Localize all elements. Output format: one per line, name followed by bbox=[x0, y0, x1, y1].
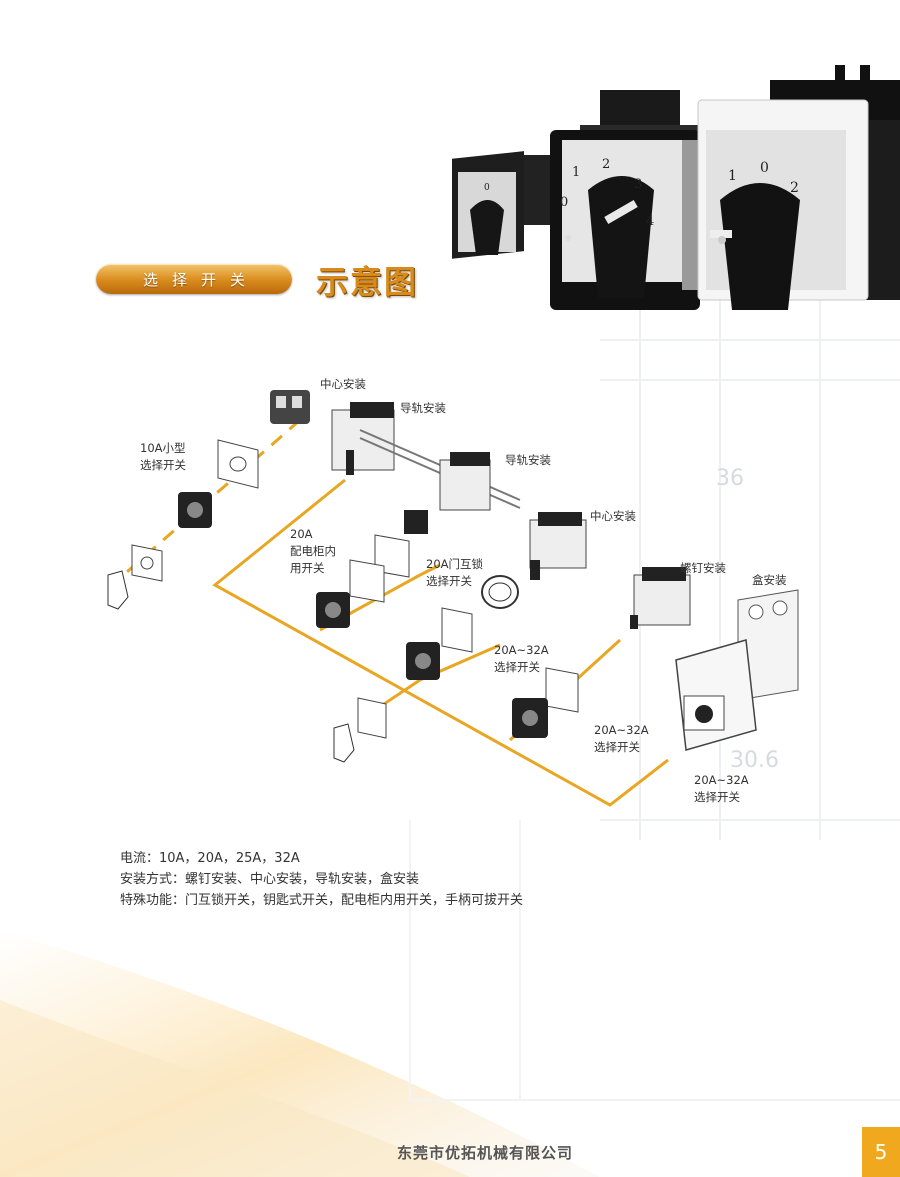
label-screw-mount: 螺钉安装 bbox=[680, 561, 726, 575]
section-pill-label: 选择开关 bbox=[142, 270, 259, 289]
label-range-c: 20A~32A 选择开关 bbox=[694, 772, 749, 806]
label-range-c-line2: 选择开关 bbox=[694, 790, 740, 804]
large-dial-mark-0: 0 bbox=[760, 160, 769, 176]
label-cabinet-20a-line3: 用开关 bbox=[290, 561, 325, 575]
label-range-c-line1: 20A~32A bbox=[694, 773, 749, 787]
label-small-10a: 10A小型 选择开关 bbox=[140, 440, 186, 474]
spec-list: 电流：10A，20A，25A，32A 安装方式：螺钉安装、中心安装，导轨安装，盒… bbox=[120, 848, 523, 911]
label-box-mount: 盒安装 bbox=[752, 573, 787, 587]
mid-dial-mark-0: 0 bbox=[560, 195, 568, 210]
label-door-lock-line2: 选择开关 bbox=[426, 574, 472, 588]
label-range-b-line2: 选择开关 bbox=[594, 740, 640, 754]
label-range-a-line1: 20A~32A bbox=[494, 643, 549, 657]
mid-escutcheon bbox=[357, 697, 387, 739]
label-small-10a-line2: 选择开关 bbox=[140, 458, 186, 472]
label-cabinet-20a-line2: 配电柜内 bbox=[290, 544, 336, 558]
screw-mount-module bbox=[633, 574, 691, 626]
small-front-plate bbox=[217, 439, 259, 489]
section-pill: 选择开关 bbox=[96, 264, 292, 294]
label-cabinet-20a: 20A 配电柜内 用开关 bbox=[290, 526, 336, 577]
mid-dial-mark-3: 3 bbox=[634, 177, 642, 192]
label-center-mount-mid: 中心安装 bbox=[590, 509, 636, 523]
large-dial-mark-2: 2 bbox=[790, 180, 799, 196]
background-dimension-36: 36 bbox=[716, 466, 744, 491]
box-enclosure-front bbox=[675, 639, 757, 751]
label-center-mount-top: 中心安装 bbox=[320, 377, 366, 391]
mid-dial-mark-1: 1 bbox=[572, 165, 580, 180]
label-door-lock: 20A门互锁 选择开关 bbox=[426, 556, 483, 590]
label-range-b: 20A~32A 选择开关 bbox=[594, 722, 649, 756]
door-lock-ring bbox=[481, 575, 519, 609]
mid-handle bbox=[333, 723, 355, 763]
spec-current: 电流：10A，20A，25A，32A bbox=[120, 851, 300, 866]
small-handle bbox=[107, 570, 129, 610]
small-dial-mark: 0 bbox=[484, 183, 490, 193]
range-a-plate bbox=[545, 667, 579, 713]
label-cabinet-20a-line1: 20A bbox=[290, 527, 313, 541]
label-range-a-line2: 选择开关 bbox=[494, 660, 540, 674]
small-escutcheon bbox=[131, 544, 163, 582]
small-switch-body bbox=[270, 390, 310, 424]
label-rail-mount-1: 导轨安装 bbox=[400, 401, 446, 415]
cabinet-branch-line bbox=[319, 563, 441, 632]
product-photo: 0 1 2 3 4 0 1 0 2 bbox=[452, 65, 900, 310]
spec-mounting: 安装方式：螺钉安装、中心安装，导轨安装，盒安装 bbox=[120, 872, 420, 887]
door-lock-plate bbox=[441, 607, 473, 653]
label-range-b-line1: 20A~32A bbox=[594, 723, 649, 737]
rail-module-1 bbox=[439, 459, 491, 511]
large-dial-mark-1: 1 bbox=[728, 168, 737, 184]
label-small-10a-line1: 10A小型 bbox=[140, 441, 186, 455]
page-number: 5 bbox=[862, 1127, 900, 1177]
mid-dial-mark-4: 4 bbox=[646, 214, 654, 229]
page-title: 示意图 bbox=[316, 263, 419, 301]
label-rail-mount-2: 导轨安装 bbox=[505, 453, 551, 467]
label-door-lock-line1: 20A门互锁 bbox=[426, 557, 483, 571]
main-connector-line bbox=[212, 478, 669, 807]
mid-dial-mark-2: 2 bbox=[602, 157, 610, 172]
footer-company: 东莞市优拓机械有限公司 bbox=[396, 1144, 573, 1162]
installation-diagram bbox=[107, 390, 799, 807]
background-dimension-30-6: 30.6 bbox=[730, 748, 779, 773]
label-range-a: 20A~32A 选择开关 bbox=[494, 642, 549, 676]
spec-special: 特殊功能：门互锁开关，钥匙式开关，配电柜内用开关，手柄可拔开关 bbox=[120, 893, 524, 908]
